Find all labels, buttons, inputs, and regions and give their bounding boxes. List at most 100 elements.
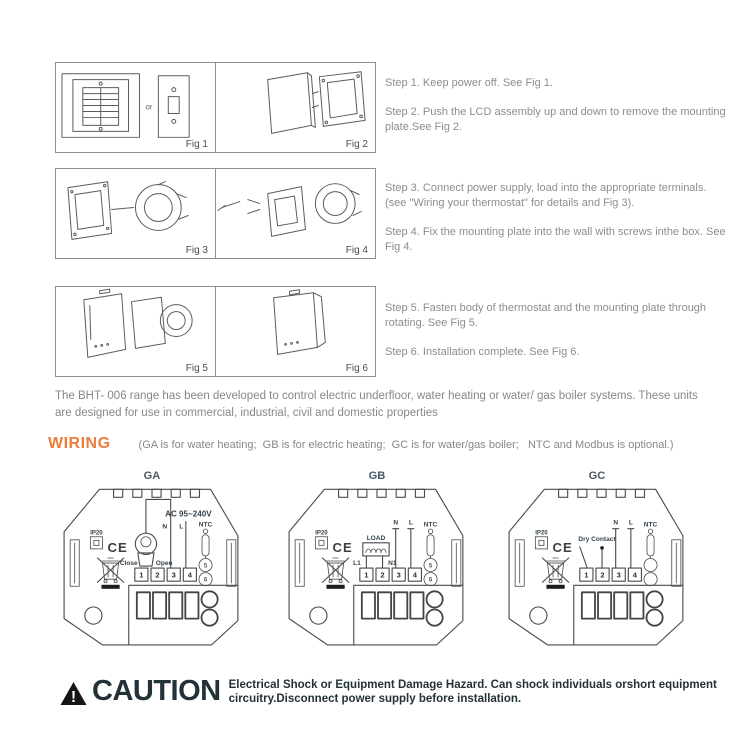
wiring-header: WIRING (GA is for water heating; GB is f… <box>48 435 674 453</box>
figure-cell-fig6: Fig 6 <box>216 287 375 376</box>
wiring-diagram-ga: GA IP20 CE Close Open AC 9 <box>63 470 239 646</box>
svg-text:1: 1 <box>139 571 143 580</box>
load-live-label: L1 <box>353 560 361 567</box>
svg-text:NTC: NTC <box>424 522 438 529</box>
svg-text:6: 6 <box>204 578 208 584</box>
dry-contact-switch-symbol <box>579 546 604 569</box>
svg-text:5: 5 <box>204 564 208 570</box>
ce-mark-icon: CE <box>333 540 353 555</box>
weee-bin-icon <box>96 557 125 589</box>
screw-fixing-drawing <box>217 183 362 237</box>
valve-actuator-symbol <box>134 498 172 567</box>
step-4-text: Step 4. Fix the mounting plate into the … <box>385 225 726 253</box>
caution-banner: ! CAUTION Electrical Shock or Equipment … <box>60 674 721 707</box>
power-wires <box>392 528 415 569</box>
step-3-text: Step 3. Connect power supply, load into … <box>385 182 707 209</box>
valve-open-label: Open <box>156 560 173 567</box>
figure-cell-fig3: Fig 3 <box>56 169 216 258</box>
lcd-assembly-removal-drawing <box>267 71 366 134</box>
diagram-gc-title: GC <box>589 470 606 482</box>
diagram-ga-title: GA <box>144 470 161 482</box>
svg-text:3: 3 <box>172 571 176 580</box>
mounting-plate-wallbox-drawing <box>67 181 189 240</box>
or-label: or <box>145 102 152 111</box>
step-1-text: Step 1. Keep power off. See Fig 1. <box>385 77 553 89</box>
svg-text:2: 2 <box>380 571 384 580</box>
svg-text:4: 4 <box>633 571 638 580</box>
caution-label: CAUTION <box>92 675 221 707</box>
ip20-icon: IP20 <box>89 531 103 550</box>
svg-text:1: 1 <box>584 571 588 580</box>
svg-text:IP20: IP20 <box>535 531 548 537</box>
intro-paragraph: The BHT- 006 range has been developed to… <box>55 390 698 420</box>
svg-text:1: 1 <box>364 571 368 580</box>
terminal-blocks: 1 2 3 4 <box>579 567 643 582</box>
figure-cell-fig2: Fig 2 <box>216 63 375 152</box>
svg-text:LOAD: LOAD <box>367 535 386 542</box>
fig5-label: Fig 5 <box>185 363 208 374</box>
steps-group-3: Step 5. Fasten body of thermostat and th… <box>385 301 727 374</box>
weee-bin-icon <box>321 557 350 589</box>
live-label: L <box>629 520 633 527</box>
svg-text:4: 4 <box>188 571 193 580</box>
step-2-text: Step 2. Push the LCD assembly up and dow… <box>385 105 726 133</box>
figure-cell-fig4: Fig 4 <box>216 169 375 258</box>
svg-text:5: 5 <box>429 564 433 570</box>
svg-text:6: 6 <box>429 578 433 584</box>
thermostat-back-outline <box>508 488 684 646</box>
figure-cell-fig5: Fig 5 <box>56 287 216 376</box>
svg-text:2: 2 <box>600 571 604 580</box>
thermostat-back-outline <box>288 488 464 646</box>
lower-terminal-block <box>573 584 684 646</box>
fig3-label: Fig 3 <box>185 245 208 256</box>
neutral-label: N <box>162 524 167 531</box>
caution-text: Electrical Shock or Equipment Damage Haz… <box>228 679 717 705</box>
live-label: L <box>179 524 183 531</box>
wiring-note: (GA is for water heating; GB is for elec… <box>138 439 674 451</box>
valve-close-label: Close <box>120 560 138 567</box>
power-wires <box>612 528 635 569</box>
wiring-diagram-gc: GC IP20 CE Dry Contact <box>508 470 684 646</box>
weee-bin-icon <box>541 557 570 589</box>
breaker-panel-and-switch-drawing: or <box>61 73 190 138</box>
lower-terminal-block <box>353 584 464 646</box>
steps-group-1: Step 1. Keep power off. See Fig 1. Step … <box>385 76 727 149</box>
load-neutral-label: N1 <box>388 560 397 567</box>
wiring-diagram-gb: GB IP20 CE LOAD L1 N1 <box>288 470 464 646</box>
load-symbol: LOAD <box>362 535 390 569</box>
ntc-sensor-symbol: NTC 5 6 <box>423 522 438 587</box>
ntc-sensor-symbol: NTC <box>643 522 658 587</box>
step-5-text: Step 5. Fasten body of thermostat and th… <box>385 302 707 329</box>
ce-mark-icon: CE <box>108 540 128 555</box>
power-rating-label: AC 95~240V <box>165 510 212 519</box>
body-rotation-drawing <box>83 288 193 358</box>
fig6-label: Fig 6 <box>345 363 368 374</box>
thermostat-back-outline <box>63 488 239 646</box>
fig2-label: Fig 2 <box>345 139 368 150</box>
neutral-label: N <box>613 520 618 527</box>
svg-text:3: 3 <box>617 571 621 580</box>
terminal-blocks: 1 2 3 4 <box>134 567 198 582</box>
fig1-label: Fig 1 <box>185 139 208 150</box>
ip20-icon: IP20 <box>534 531 548 550</box>
ntc-sensor-symbol: NTC 5 6 <box>198 522 213 587</box>
svg-text:NTC: NTC <box>199 522 213 529</box>
svg-text:2: 2 <box>155 571 159 580</box>
figure-cell-fig1: or Fig 1 <box>56 63 216 152</box>
step-6-text: Step 6. Installation complete. See Fig 6… <box>385 345 580 358</box>
installed-thermostat-drawing <box>273 289 326 355</box>
ce-mark-icon: CE <box>553 540 573 555</box>
figure-box-row-3: Fig 5 Fig 6 <box>55 286 376 377</box>
steps-group-2: Step 3. Connect power supply, load into … <box>385 181 727 268</box>
terminal-blocks: 1 2 3 4 <box>359 567 423 582</box>
power-wires <box>170 498 187 569</box>
svg-text:!: ! <box>71 689 76 706</box>
figure-box-row-2: Fig 3 Fig 4 <box>55 168 376 259</box>
svg-text:NTC: NTC <box>644 522 658 529</box>
warning-triangle-icon: ! <box>60 682 87 706</box>
lower-terminal-block <box>128 584 239 646</box>
wiring-section-title: WIRING <box>48 435 111 452</box>
ip20-icon: IP20 <box>314 531 328 550</box>
svg-text:IP20: IP20 <box>315 531 328 537</box>
